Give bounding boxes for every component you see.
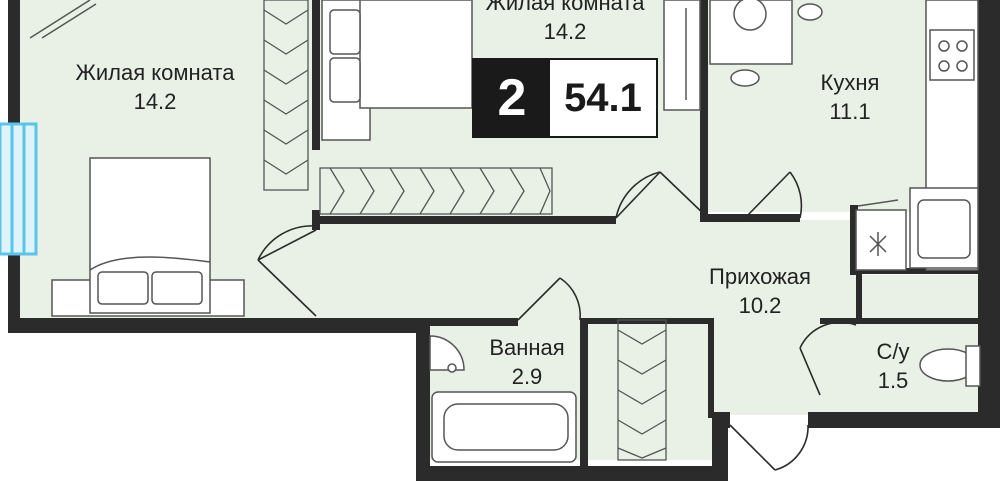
room-area: 2.9 [511,364,543,389]
room-name: С/у [876,339,910,364]
room-label-wc: С/у 1.5 [858,337,928,395]
bed-top [321,0,473,141]
room-name: Ванная [489,335,565,360]
total-area: 54.1 [564,75,642,120]
window [0,122,38,256]
room-area: 14.2 [133,89,177,114]
room-name: Кухня [820,70,880,95]
exterior-walls [8,0,1000,481]
wc-fixtures [919,345,981,387]
room-label-living-top: Жилая комната 14.2 [460,0,670,46]
room-area: 14.2 [543,19,587,44]
bed-left [51,157,245,317]
room-label-bathroom: Ванная 2.9 [472,333,582,391]
room-name: Прихожая [709,264,811,289]
doors [257,171,857,471]
room-area: 1.5 [877,368,909,393]
room-label-living-left: Жилая комната 14.2 [50,58,260,116]
bathroom-fixtures [429,335,577,463]
room-area: 11.1 [829,99,871,124]
room-label-kitchen: Кухня 11.1 [790,68,910,126]
wardrobes [263,0,667,461]
kitchen-fixtures [663,0,979,271]
room-count: 2 [474,60,550,136]
apartment-badge: 2 54.1 [472,58,658,138]
room-area: 10.2 [738,293,782,318]
desk [29,0,97,39]
interior-walls [312,0,980,468]
room-label-hallway: Прихожая 10.2 [680,262,840,320]
room-name: Жилая комната [485,0,645,15]
room-name: Жилая комната [75,60,235,85]
